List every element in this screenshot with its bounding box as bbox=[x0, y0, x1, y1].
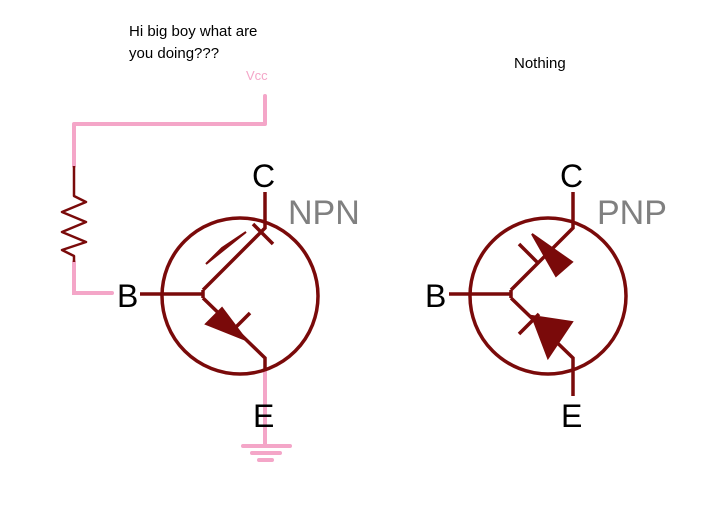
pnp-transistor bbox=[449, 192, 628, 396]
pnp-collector-diode-bar bbox=[517, 242, 541, 266]
pnp-emitter-diode bbox=[530, 314, 574, 361]
npn-base-label: B bbox=[117, 278, 138, 314]
speech-line-2: you doing??? bbox=[129, 45, 220, 62]
npn-type-label: NPN bbox=[288, 194, 360, 232]
pnp-emitter-label: E bbox=[561, 398, 582, 434]
pnp-collector-label: C bbox=[560, 158, 583, 194]
npn-collector-label: C bbox=[252, 158, 275, 194]
npn-emitter-label: E bbox=[253, 398, 274, 434]
npn-collector-diode bbox=[205, 231, 247, 265]
vcc-label: Vcc bbox=[246, 68, 268, 83]
vcc-rail bbox=[72, 94, 267, 168]
npn-leads bbox=[140, 192, 267, 370]
resistor bbox=[60, 166, 88, 262]
pnp-type-label: PNP bbox=[597, 194, 667, 232]
speech-text: Hi big boy what are you doing??? bbox=[129, 21, 257, 65]
pnp-base-label: B bbox=[425, 278, 446, 314]
npn-transistor bbox=[140, 192, 320, 376]
pnp-collector-diode bbox=[531, 233, 574, 278]
npn-emitter-diode bbox=[204, 306, 249, 343]
pnp-body-circle bbox=[468, 216, 628, 376]
npn-body-circle bbox=[160, 216, 320, 376]
ground-symbol bbox=[241, 444, 292, 462]
pnp-pins: C B E bbox=[425, 158, 583, 434]
speech-line-1: Hi big boy what are bbox=[129, 23, 258, 40]
pink-wiring bbox=[72, 94, 292, 462]
reply-text: Nothing bbox=[514, 55, 566, 72]
base-feed-wire bbox=[72, 260, 114, 295]
npn-pins: C B E bbox=[117, 158, 275, 434]
npn-collector-diode-bar bbox=[251, 222, 275, 246]
pnp-leads bbox=[449, 192, 575, 396]
